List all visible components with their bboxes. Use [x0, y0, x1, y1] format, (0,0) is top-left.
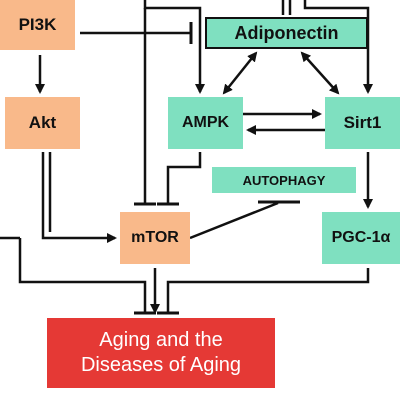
node-sirt1: Sirt1	[325, 97, 400, 149]
edge-left-to-aging	[18, 238, 147, 312]
edge-adipo-sirt1	[300, 51, 340, 95]
node-pgc1a: PGC-1α	[322, 212, 400, 264]
edge-pgc-aging	[166, 268, 370, 312]
node-aging-outcome: Aging and the Diseases of Aging	[47, 318, 275, 388]
edge-top-left	[143, 0, 205, 94]
node-pi3k: PI3K	[0, 0, 75, 50]
edge-right-to-sirt1	[303, 0, 373, 94]
edge-akt-mtor	[41, 152, 117, 243]
aging-line-2: Diseases of Aging	[80, 354, 242, 376]
edge-mtor-autophagy	[189, 201, 279, 240]
node-mtor: mTOR	[120, 212, 190, 264]
node-autophagy: AUTOPHAGY	[212, 167, 356, 193]
edge-adipo-ampk	[222, 51, 258, 95]
edge-ampk-mtor	[166, 152, 202, 203]
aging-line-1: Aging and the	[99, 329, 223, 351]
node-akt: Akt	[5, 97, 80, 149]
node-ampk: AMPK	[168, 97, 243, 149]
node-adiponectin: Adiponectin	[205, 17, 368, 49]
